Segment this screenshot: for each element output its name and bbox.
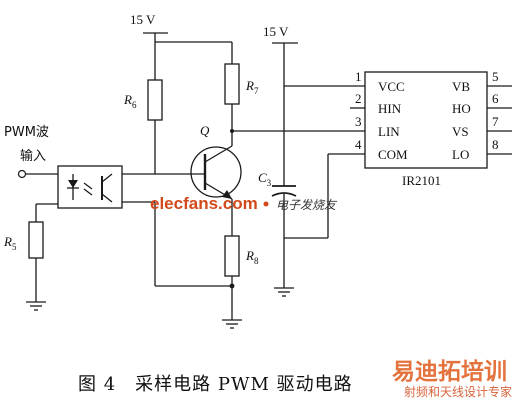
r5-label: R5	[3, 234, 17, 252]
pin-1-number: 1	[355, 69, 362, 84]
r8-label: R8	[245, 248, 259, 266]
pin-vs-label: VS	[452, 124, 469, 139]
transistor-q: Q	[155, 123, 242, 200]
pin-com-label: COM	[378, 147, 408, 162]
ground-c3	[274, 287, 294, 297]
pin-3-number: 3	[355, 114, 362, 129]
pin-vb-label: VB	[452, 79, 470, 94]
pin-7-number: 7	[492, 114, 499, 129]
brand-watermark: 易迪拓培训 射频和天线设计专家	[392, 358, 512, 399]
ground-r8	[222, 319, 242, 329]
ground-r5	[26, 301, 46, 311]
pin-2-number: 2	[355, 91, 362, 106]
figure-caption: 图 4 采样电路 PWM 驱动电路	[78, 374, 353, 395]
resistor-r5: R5	[3, 204, 44, 302]
elecfans-watermark: elecfans.com 电子发烧友	[150, 194, 338, 213]
supply-15v-left: 15 V	[130, 12, 168, 42]
pin-6-number: 6	[492, 91, 499, 106]
svg-text:电子发烧友: 电子发烧友	[276, 198, 338, 212]
supply-left-label: 15 V	[130, 12, 156, 27]
r7-label: R7	[245, 78, 259, 96]
resistor-r8: R8	[224, 235, 259, 320]
optocoupler	[57, 165, 123, 209]
c3-label: C3	[258, 170, 272, 188]
pin-hin-label: HIN	[378, 101, 402, 116]
r6-label: R6	[123, 92, 137, 110]
input-terminal-icon	[17, 169, 27, 179]
pin-ho-label: HO	[452, 101, 471, 116]
resistor-r7: R7	[224, 63, 259, 146]
pin-lo-label: LO	[452, 147, 469, 162]
pin-vcc-label: VCC	[378, 79, 405, 94]
pin-8-number: 8	[492, 137, 499, 152]
input-label: 输入	[20, 148, 46, 164]
q-label: Q	[200, 123, 210, 138]
pin-4-number: 4	[355, 137, 362, 152]
pwm-input-label: PWM波	[4, 125, 49, 140]
svg-text:射频和天线设计专家: 射频和天线设计专家	[404, 384, 512, 399]
supply-right-label: 15 V	[263, 24, 289, 39]
resistor-r6: R6	[123, 42, 163, 174]
chip-name-label: IR2101	[402, 173, 441, 188]
ir2101-chip: VCC HIN LIN COM VB HO VS LO 1 2 3 4 5 6 …	[355, 69, 499, 188]
supply-15v-right: 15 V	[263, 24, 298, 44]
svg-text:易迪拓培训: 易迪拓培训	[392, 358, 507, 385]
capacitor-c3: C3	[258, 43, 297, 288]
pin-lin-label: LIN	[378, 124, 400, 139]
pin-5-number: 5	[492, 69, 499, 84]
svg-text:elecfans.com: elecfans.com	[150, 194, 258, 213]
